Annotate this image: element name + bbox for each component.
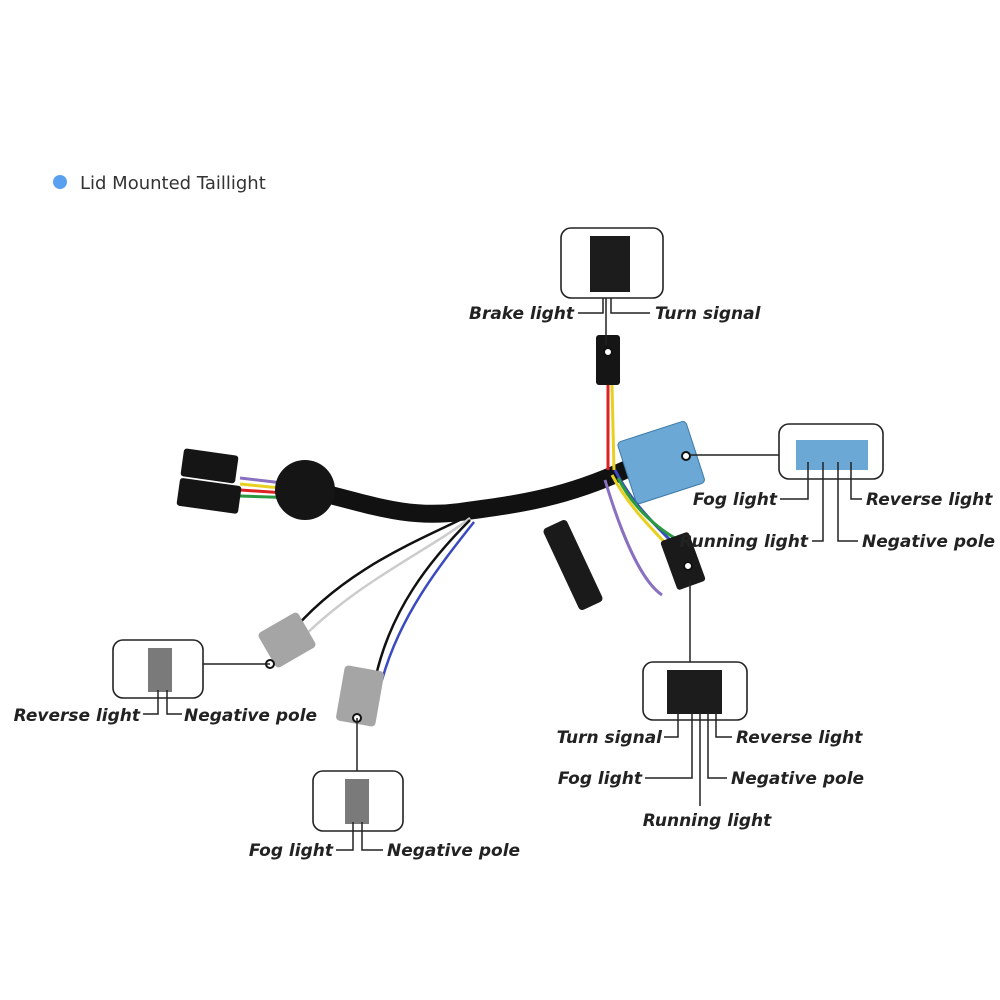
wire-harness xyxy=(176,335,706,727)
label-reverse-light: Reverse light xyxy=(866,490,993,510)
callout-bottom-gray: Fog light Negative pole xyxy=(249,718,520,861)
label-running-light: Running light xyxy=(679,532,808,552)
label-reverse-light: Reverse light xyxy=(14,706,141,726)
label-brake-light: Brake light xyxy=(469,304,575,324)
callout-bottom-right: Turn signal Reverse light Fog light Nega… xyxy=(557,580,864,831)
label-reverse-light: Reverse light xyxy=(736,728,863,748)
label-negative-pole: Negative pole xyxy=(731,769,864,789)
label-running-light: Running light xyxy=(643,811,772,831)
callout-blue: Fog light Reverse light Running light Ne… xyxy=(679,423,995,552)
left-black-connector xyxy=(176,478,242,514)
callout-left-gray: Reverse light Negative pole xyxy=(14,639,317,726)
legend-title: Lid Mounted Taillight xyxy=(80,173,266,194)
blue-connector xyxy=(617,420,705,504)
gray-connector-left xyxy=(258,612,316,668)
label-turn-signal: Turn signal xyxy=(655,304,762,324)
label-fog-light: Fog light xyxy=(693,490,778,510)
side-black-connector xyxy=(543,520,603,610)
label-fog-light: Fog light xyxy=(249,841,334,861)
label-negative-pole: Negative pole xyxy=(184,706,317,726)
legend-dot-icon xyxy=(53,175,67,189)
label-negative-pole: Negative pole xyxy=(862,532,995,552)
label-negative-pole: Negative pole xyxy=(387,841,520,861)
grommet xyxy=(275,460,335,520)
label-turn-signal: Turn signal xyxy=(557,728,664,748)
left-black-connector xyxy=(180,448,239,484)
right-black-connector xyxy=(660,532,706,590)
callout-top: Brake light Turn signal xyxy=(469,227,762,345)
top-small-connector xyxy=(596,335,620,385)
label-fog-light: Fog light xyxy=(558,769,643,789)
gray-connector-bottom xyxy=(336,665,384,727)
